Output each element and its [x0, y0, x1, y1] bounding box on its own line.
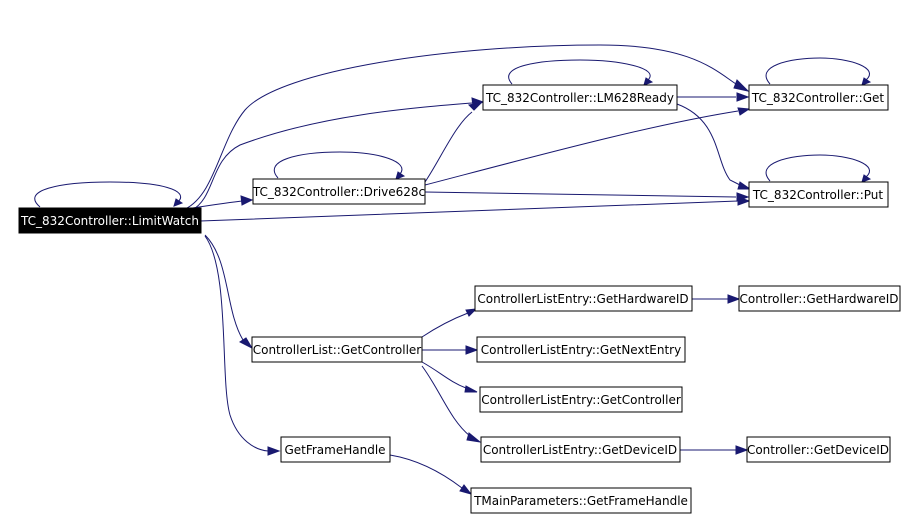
node-ctrl-getdeviceid[interactable]: Controller::GetDeviceID [746, 436, 891, 463]
arrowhead [267, 446, 281, 456]
edge-drive628c-lm628ready [424, 111, 473, 183]
node-box [252, 178, 426, 205]
node-getnextentry[interactable]: ControllerListEntry::GetNextEntry [476, 336, 686, 363]
arrowhead [173, 198, 184, 207]
node-label: ControllerListEntry::GetController [481, 393, 681, 407]
nodes-layer: TC_832Controller::LimitWatch TC_832Contr… [18, 84, 901, 514]
edge-getcontroller-getdeviceid [421, 365, 471, 437]
edge-lm628ready-self [508, 59, 651, 85]
arrowhead [736, 192, 750, 202]
node-box [746, 436, 891, 463]
arrowhead [643, 77, 654, 86]
arrowhead [239, 337, 254, 350]
edge-drive628c-self [273, 151, 403, 179]
node-box [480, 436, 681, 463]
node-label: TC_832Controller::LimitWatch [20, 214, 199, 228]
node-put[interactable]: TC_832Controller::Put [748, 181, 889, 208]
node-label: TC_832Controller::LM628Ready [485, 91, 674, 105]
arrowhead [464, 385, 478, 393]
arrowhead [737, 107, 751, 116]
edge-put-self [765, 154, 870, 182]
arrowhead [861, 174, 872, 183]
node-getframehandle[interactable]: GetFrameHandle [280, 436, 391, 463]
node-gethardwareid[interactable]: ControllerListEntry::GetHardwareID [474, 285, 693, 312]
edge-getcontroller-cle-getcontroller [421, 361, 467, 389]
node-label: GetFrameHandle [284, 443, 385, 457]
arrowhead [465, 345, 479, 355]
edge-getcontroller-gethardwareid [421, 312, 469, 338]
edge-limitwatch-getframehandle [204, 235, 269, 452]
arrowhead [861, 77, 872, 86]
node-label: Controller::GetDeviceID [747, 443, 889, 457]
node-label: TC_832Controller::Drive628c [252, 185, 425, 199]
arrowhead [395, 171, 406, 180]
node-box [474, 285, 693, 312]
node-label: TMainParameters::GetFrameHandle [473, 494, 688, 508]
edge-limitwatch-getcontroller [204, 234, 244, 341]
node-label: TC_832Controller::Put [752, 188, 883, 202]
arrowhead [733, 79, 750, 92]
node-box [18, 207, 202, 234]
node-label: ControllerList::GetController [253, 343, 422, 357]
node-ctrl-gethardwareid[interactable]: Controller::GetHardwareID [738, 285, 901, 312]
node-box [738, 285, 901, 312]
arrowhead [240, 195, 254, 206]
node-box [470, 487, 692, 514]
arrowhead [465, 308, 478, 317]
node-drive628c[interactable]: TC_832Controller::Drive628c [252, 178, 426, 205]
node-label: TC_832Controller::Get [751, 91, 884, 105]
edge-lm628ready-put [676, 103, 743, 187]
node-box [748, 181, 889, 208]
node-box [479, 386, 683, 413]
arrowhead [459, 484, 473, 495]
node-getcontroller[interactable]: ControllerList::GetController [251, 336, 423, 363]
node-label: ControllerListEntry::GetHardwareID [477, 292, 688, 306]
node-get[interactable]: TC_832Controller::Get [748, 84, 889, 111]
node-box [251, 336, 423, 363]
arrowhead [735, 445, 749, 455]
node-cle-getcontroller[interactable]: ControllerListEntry::GetController [479, 386, 683, 413]
node-box [748, 84, 889, 111]
arrowhead [727, 294, 741, 304]
arrowheads-layer [173, 77, 872, 495]
node-box [280, 436, 391, 463]
node-box [476, 336, 686, 363]
edge-getframehandle-tmp [389, 454, 463, 489]
arrowhead [736, 92, 750, 102]
arrowhead [737, 181, 752, 190]
edge-drive628c-put [424, 191, 737, 198]
node-limitwatch[interactable]: TC_832Controller::LimitWatch [18, 207, 202, 234]
node-label: ControllerListEntry::GetDeviceID [483, 443, 677, 457]
edge-limitwatch-put [199, 200, 739, 222]
node-getdeviceid[interactable]: ControllerListEntry::GetDeviceID [480, 436, 681, 463]
edge-limitwatch-lm628ready [191, 102, 473, 211]
edge-get-self [765, 57, 870, 85]
node-label: Controller::GetHardwareID [739, 292, 898, 306]
arrowhead [467, 102, 483, 111]
arrowhead [466, 432, 482, 443]
node-label: ControllerListEntry::GetNextEntry [481, 343, 681, 357]
edge-limitwatch-self [34, 181, 181, 208]
node-tmp-getframehandle[interactable]: TMainParameters::GetFrameHandle [470, 487, 692, 514]
node-box [482, 84, 678, 111]
node-lm628ready[interactable]: TC_832Controller::LM628Ready [482, 84, 678, 111]
edge-drive628c-get [424, 110, 739, 186]
edge-limitwatch-get [184, 44, 737, 210]
